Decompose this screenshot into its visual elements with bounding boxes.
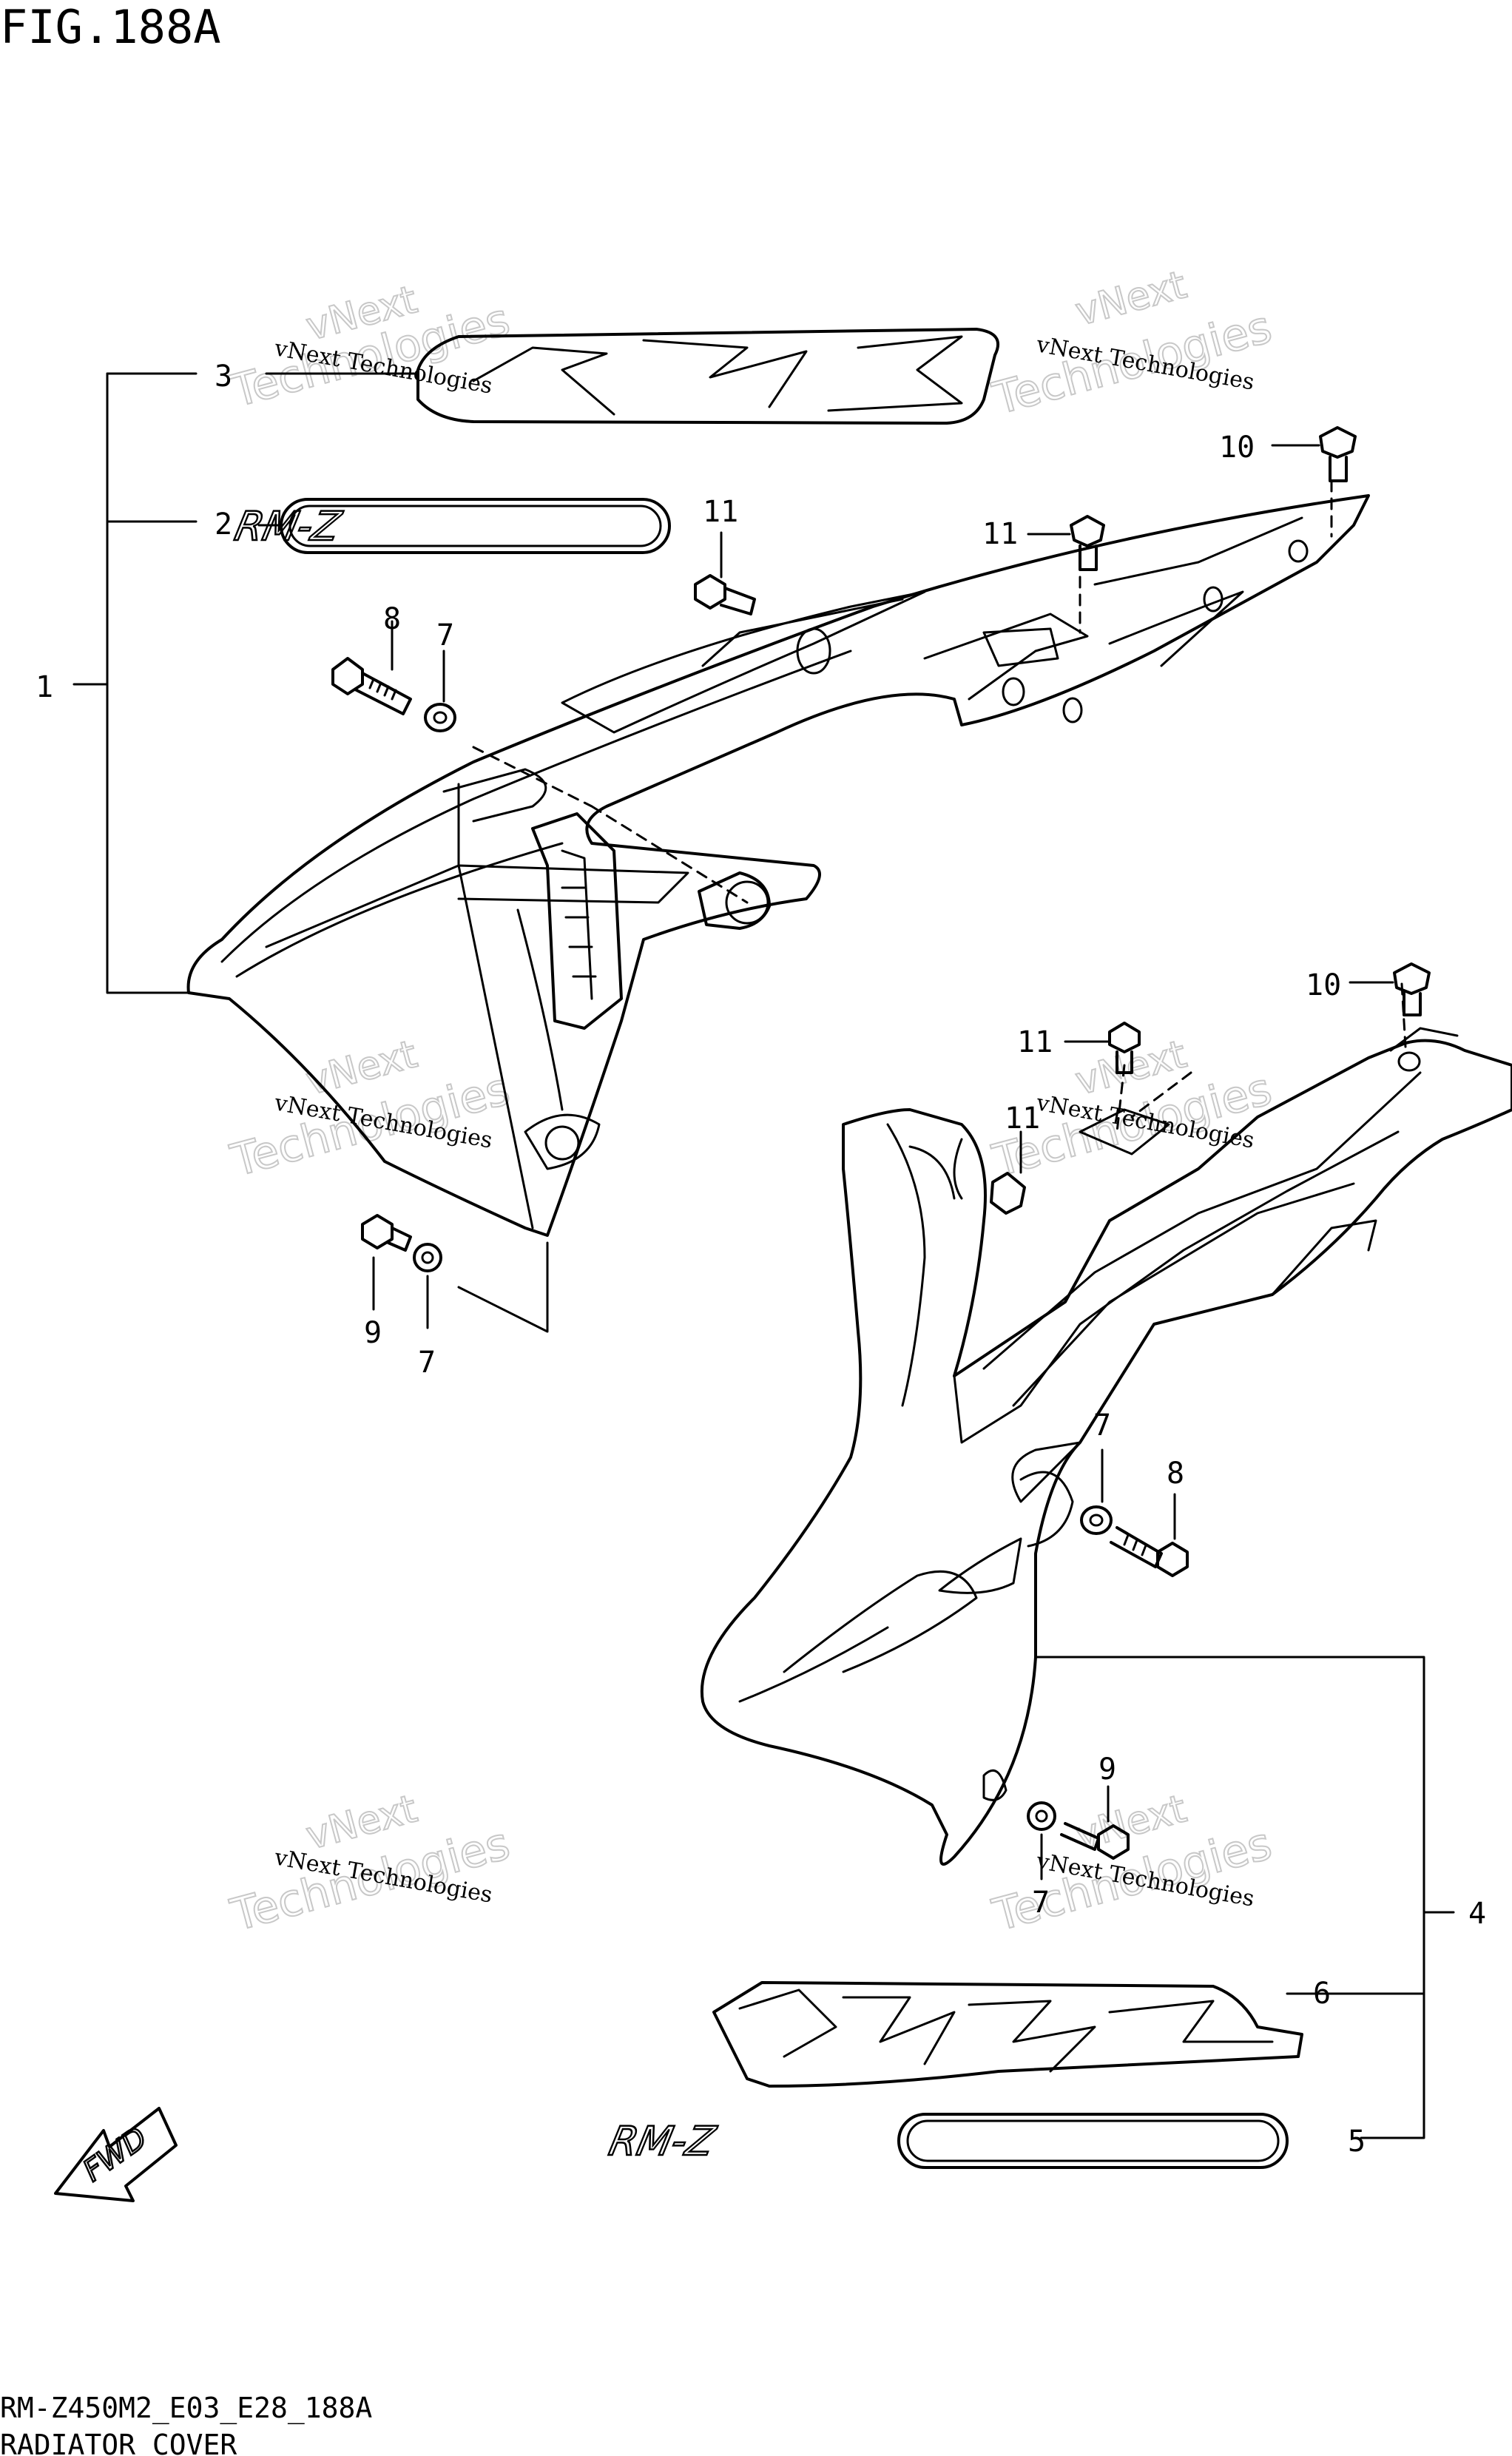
- watermark-3: vNext Technologies vNext Technologies: [225, 1031, 516, 1187]
- decal-badge-top: RM-Z: [230, 498, 671, 554]
- callout-7-lower-left: 7: [418, 1346, 436, 1380]
- svg-text:RM-Z: RM-Z: [231, 503, 346, 550]
- callout-6: 6: [1313, 1977, 1331, 2011]
- bolt-11-upper-right: [1027, 515, 1105, 571]
- watermark-5: vNext Technologies vNext Technologies: [225, 1786, 516, 1942]
- watermark-2: vNext Technologies vNext Technologies: [987, 262, 1278, 425]
- radiator-cover-right: [700, 982, 1512, 1866]
- washer-7-upper: [424, 650, 456, 732]
- callout-9-left: 9: [364, 1316, 382, 1350]
- bolt-8-upper: [331, 620, 412, 715]
- callout-7-upper: 7: [436, 618, 454, 652]
- svg-text:RM-Z: RM-Z: [605, 2118, 720, 2165]
- footer-caption: RADIATOR COVER: [0, 2429, 237, 2456]
- fwd-arrow-icon: FWD: [54, 2107, 178, 2202]
- callout-11-upper-mid: 11: [703, 495, 738, 529]
- bolt-10-right: [1349, 962, 1431, 1016]
- bracket-part-1: [72, 372, 198, 994]
- callout-11-right-top: 11: [1017, 1025, 1053, 1059]
- callout-3: 3: [215, 360, 232, 394]
- callout-7-right-lower: 7: [1032, 1886, 1050, 1920]
- callout-7-right-upper: 7: [1093, 1409, 1111, 1443]
- bolt-11-right-mid: [990, 1130, 1026, 1215]
- bolt-10-top: [1271, 426, 1357, 482]
- callout-8-upper: 8: [383, 602, 401, 636]
- callout-1: 1: [36, 670, 53, 704]
- callout-10-right: 10: [1306, 968, 1341, 1002]
- decal-rmz-large-bottom: [712, 1981, 1303, 2088]
- bolt-8-right: [1110, 1493, 1189, 1577]
- washer-7-lower-left: [413, 1243, 442, 1329]
- footer-code: RM-Z450M2_E03_E28_188A: [0, 2392, 372, 2425]
- decal-rmz-large-top: [265, 328, 1000, 425]
- bracket-part-4: [1034, 1656, 1455, 2139]
- bolt-11-upper-mid: [694, 531, 756, 615]
- callout-8-right: 8: [1167, 1457, 1184, 1491]
- decal-badge-bottom: RM-Z: [604, 2113, 1289, 2169]
- figure-title: FIG.188A: [0, 0, 221, 54]
- callout-2: 2: [215, 507, 232, 542]
- radiator-cover-left: [186, 479, 1370, 1333]
- svg-text:vNext: vNext: [1071, 263, 1191, 334]
- bolt-9-left: [361, 1214, 412, 1311]
- callout-11-upper-right: 11: [982, 517, 1018, 551]
- callout-9-right: 9: [1098, 1752, 1116, 1787]
- bolt-11-right-top: [1064, 1022, 1141, 1074]
- bolt-9-right: [1060, 1785, 1130, 1860]
- callout-4: 4: [1468, 1897, 1486, 1931]
- svg-text:FWD: FWD: [77, 2121, 153, 2188]
- callout-11-right-mid: 11: [1005, 1102, 1040, 1136]
- washer-7-right-upper: [1080, 1448, 1113, 1535]
- callouts: 1 2 3 4 5 6 7 7 7 7 8 8 9 9 10 10 11 11 …: [36, 360, 1486, 2159]
- callout-5: 5: [1348, 2125, 1366, 2159]
- washer-7-right-lower: [1027, 1801, 1056, 1880]
- callout-10-top: 10: [1219, 431, 1255, 465]
- watermark-1: vNext Technologies vNext Technologies: [225, 277, 516, 418]
